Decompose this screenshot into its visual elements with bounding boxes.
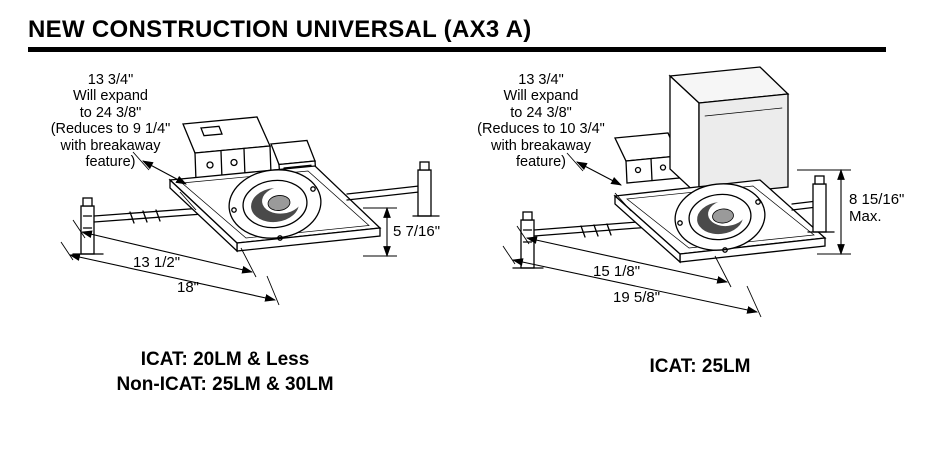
height-dim-label: 5 7/16"	[393, 223, 441, 240]
plenum-box	[668, 66, 790, 198]
width-dim-outer-label: 18"	[177, 279, 200, 296]
expansion-dimension	[132, 151, 197, 211]
figure-right: 13 3/4" Will expand to 24 3/8" (Reduces …	[465, 58, 925, 398]
light-aperture	[228, 169, 322, 241]
hanger-bar-right	[346, 185, 420, 201]
expand-note: 13 3/4" Will expand to 24 3/8" (Reduces …	[477, 72, 605, 170]
title-underline	[28, 47, 886, 52]
expansion-dimension	[566, 152, 632, 212]
width-dim-outer-label: 19 5/8"	[613, 289, 661, 306]
height-dim-label: 8 15/16" Max.	[849, 191, 905, 226]
mounting-bracket-right	[412, 161, 440, 217]
figure-caption: ICAT: 20LM & Less Non-ICAT: 25LM & 30LM	[116, 349, 334, 395]
page-title: NEW CONSTRUCTION UNIVERSAL (AX3 A)	[28, 16, 532, 43]
junction-box	[614, 132, 680, 184]
figure-left: 13 3/4" Will expand to 24 3/8" (Reduces …	[25, 58, 465, 398]
housing-drawing-left	[60, 116, 440, 306]
figure-caption: ICAT: 25LM	[649, 356, 751, 377]
housing-drawing-right	[502, 66, 851, 318]
width-dim-inner-label: 13 1/2"	[133, 254, 181, 271]
height-dimension	[797, 168, 851, 256]
hanger-bar-left	[93, 207, 204, 224]
mounting-bracket-right	[807, 175, 835, 233]
width-dim-inner-label: 15 1/8"	[593, 263, 641, 280]
expand-note: 13 3/4" Will expand to 24 3/8" (Reduces …	[50, 72, 171, 170]
height-dimension	[363, 206, 397, 258]
width-dimension-outer	[502, 245, 762, 318]
hanger-bar-left	[533, 220, 652, 238]
width-dimension-outer	[60, 241, 280, 306]
